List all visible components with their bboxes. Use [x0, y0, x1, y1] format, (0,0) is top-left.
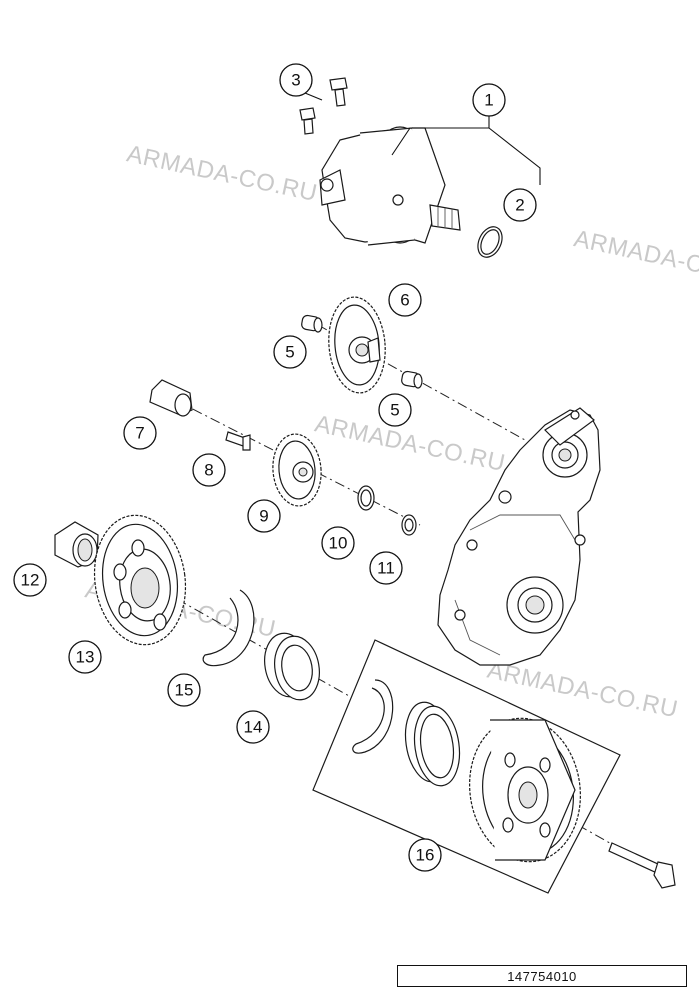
callout: 14 [236, 710, 270, 744]
callout: 16 [408, 838, 442, 872]
callout: 1 [472, 83, 506, 117]
svg-text:3: 3 [291, 71, 300, 90]
o-ring [477, 226, 503, 258]
callout: 11 [369, 551, 403, 585]
shaft-pin [225, 431, 251, 451]
large-gear [93, 514, 187, 646]
callout: 10 [321, 526, 355, 560]
callout: 13 [68, 640, 102, 674]
svg-text:6: 6 [400, 291, 409, 310]
callout: 3 [279, 63, 313, 97]
watermark-text: ARMADA-CO.RU [124, 140, 319, 207]
svg-text:14: 14 [244, 718, 263, 737]
svg-text:13: 13 [76, 648, 95, 667]
callout: 5 [273, 335, 307, 369]
svg-text:16: 16 [416, 846, 435, 865]
callout: 5 [378, 393, 412, 427]
starter-motor [319, 126, 461, 246]
flywheel-group [312, 639, 621, 894]
svg-text:8: 8 [204, 461, 213, 480]
svg-text:11: 11 [377, 559, 395, 578]
callout: 12 [13, 563, 47, 597]
svg-text:2: 2 [515, 196, 524, 215]
svg-text:1: 1 [484, 91, 493, 110]
callout: 15 [167, 673, 201, 707]
screws [299, 77, 348, 135]
reference-number-box: 147754010 [397, 965, 687, 987]
reference-number: 147754010 [507, 968, 577, 984]
svg-text:10: 10 [329, 534, 348, 553]
callout: 6 [388, 283, 422, 317]
leader-lines [304, 92, 541, 185]
flywheel-bolt [608, 842, 676, 889]
washers [357, 485, 417, 536]
needle-bearing [54, 521, 99, 568]
bearing-ring [264, 632, 320, 701]
watermark-text: ARMADA-CO.RU [312, 410, 507, 477]
watermark-text: ARMADA-CO.RU [571, 225, 699, 292]
intermediate-gear [272, 433, 322, 507]
callout: 9 [247, 499, 281, 533]
circlip [202, 589, 255, 667]
idler-gear [328, 296, 386, 394]
svg-text:12: 12 [21, 571, 40, 590]
sleeve [149, 379, 193, 417]
bushings [301, 314, 423, 389]
engine-cover-housing [437, 407, 601, 666]
svg-text:5: 5 [285, 343, 294, 362]
callout: 7 [123, 416, 157, 450]
svg-text:7: 7 [135, 424, 144, 443]
callout: 2 [503, 188, 537, 222]
svg-text:9: 9 [259, 507, 268, 526]
svg-text:5: 5 [390, 401, 399, 420]
callout: 8 [192, 453, 226, 487]
svg-text:15: 15 [175, 681, 194, 700]
